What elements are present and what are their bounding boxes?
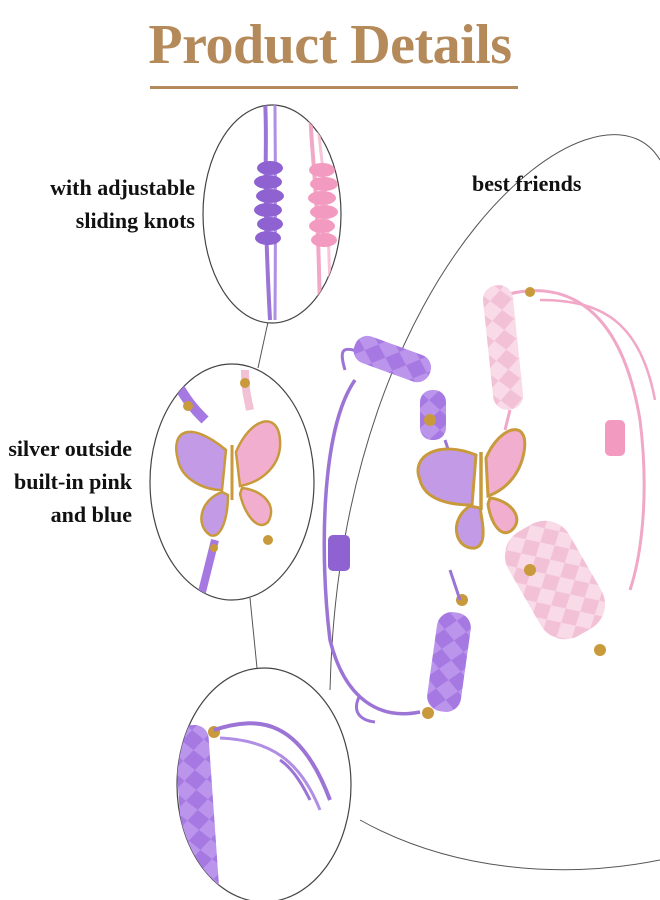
connector-line-mid	[249, 597, 258, 669]
page-title: Product Details	[148, 14, 512, 76]
connector-line-top	[257, 321, 269, 369]
caption-sliding-knots: with adjustable sliding knots	[50, 171, 195, 237]
caption-silver-outside: silver outside built-in pink and blue	[8, 432, 132, 531]
butterfly-charms	[416, 428, 527, 550]
caption-line: sliding knots	[75, 208, 195, 233]
cord-end-zoom	[176, 667, 352, 900]
caption-best-friends: best friends	[472, 171, 582, 196]
caption-line: silver outside	[8, 436, 132, 461]
outline-arc-bottom	[359, 819, 660, 871]
title-underline	[150, 86, 518, 89]
pink-bracelet	[482, 285, 657, 656]
large-outline-arc	[329, 134, 660, 691]
purple-bracelet	[322, 335, 471, 724]
sliding-knots-zoom	[202, 104, 342, 324]
caption-line: with adjustable	[50, 175, 195, 200]
caption-line: built-in pink	[13, 469, 132, 494]
butterfly-charm-zoom	[149, 363, 315, 601]
caption-line: and blue	[50, 502, 132, 527]
